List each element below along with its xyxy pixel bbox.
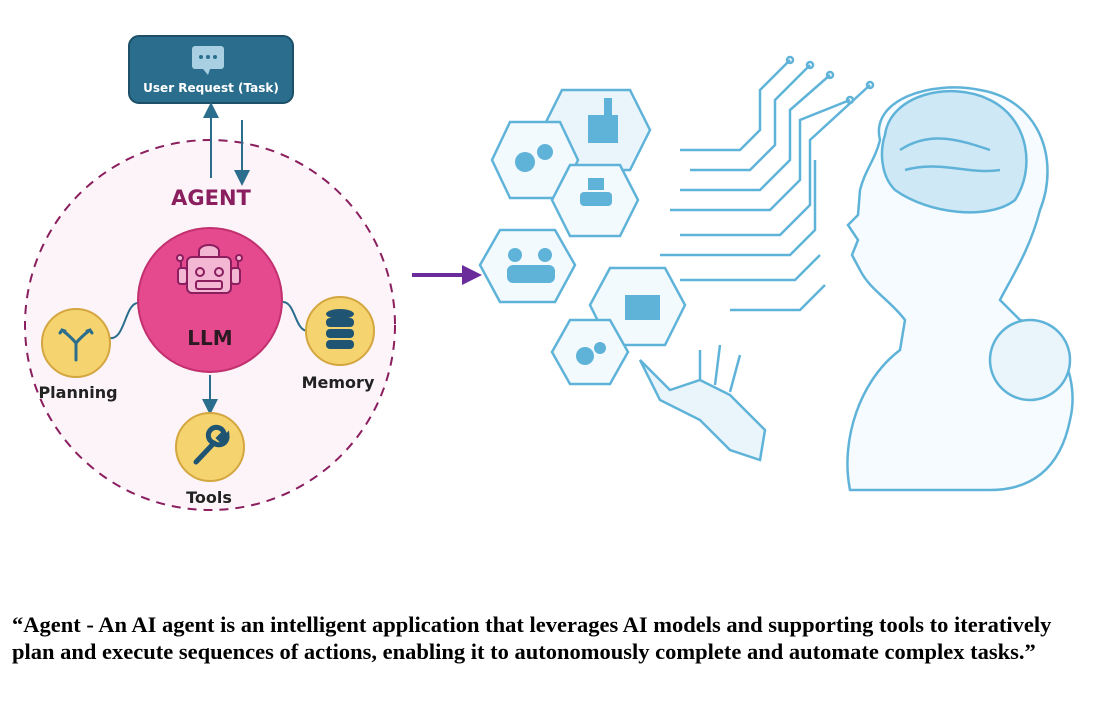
robot-icon <box>176 244 243 294</box>
llm-label: LLM <box>187 326 232 350</box>
branch-icon <box>58 328 94 362</box>
database-icon <box>326 309 354 349</box>
planning-label: Planning <box>38 383 117 402</box>
wrench-icon <box>193 424 230 465</box>
robot-hand <box>638 344 767 462</box>
planning-connector <box>109 302 139 339</box>
transition-arrow <box>412 265 482 285</box>
agent-definition-quote: “Agent - An AI agent is an intelligent a… <box>12 612 1052 664</box>
llm-node: LLM <box>137 227 283 373</box>
circuit-lines <box>660 55 875 312</box>
robot-head <box>846 86 1074 492</box>
user-request-box: User Request (Task) <box>128 35 294 104</box>
memory-node: Memory <box>302 296 375 392</box>
agent-label: AGENT <box>171 186 251 210</box>
memory-label: Memory <box>302 373 375 392</box>
tools-node: Tools <box>175 412 245 507</box>
hexagon-icons <box>478 88 687 386</box>
ai-robot-illustration <box>478 55 1074 492</box>
tools-label: Tools <box>186 488 232 507</box>
memory-connector <box>282 301 308 332</box>
chat-bubble-icon <box>192 46 224 75</box>
planning-node: Planning <box>38 308 118 402</box>
user-request-label: User Request (Task) <box>143 81 279 95</box>
